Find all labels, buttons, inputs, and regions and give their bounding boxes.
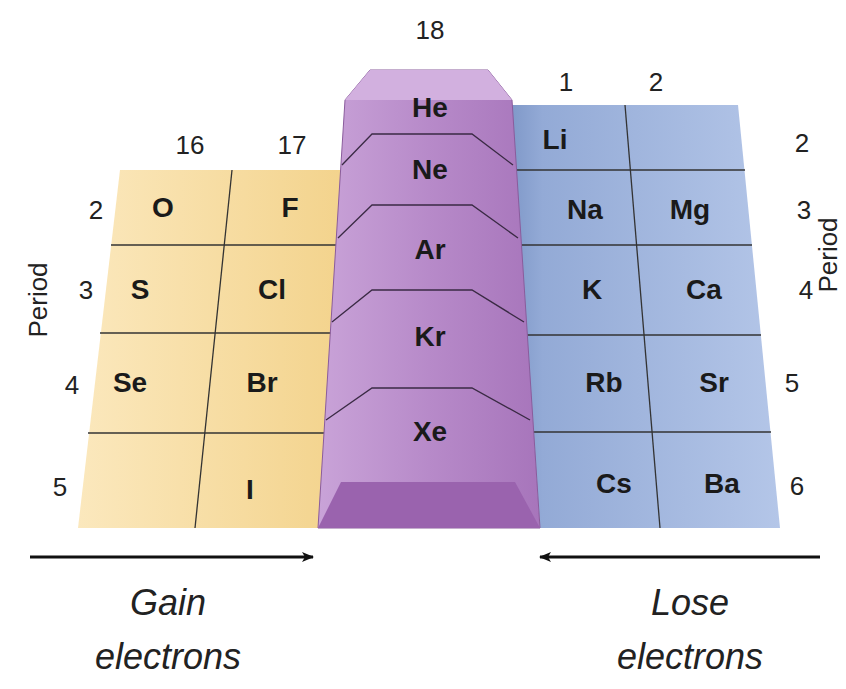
element-cell: F [275, 189, 304, 228]
element-symbol: Kr [414, 322, 445, 353]
period-number: 4 [799, 276, 813, 305]
element-symbol: Xe [413, 417, 447, 448]
period-number: 2 [89, 196, 103, 225]
element-symbol: Li [543, 125, 568, 156]
element-symbol: K [582, 275, 602, 306]
period-number: 5 [53, 473, 67, 502]
element-cell: Mg [664, 191, 716, 230]
noble-gas-column [318, 70, 540, 528]
element-cell: Ba [698, 465, 746, 504]
element-symbol: Rb [585, 368, 622, 399]
element-cell: Na [561, 191, 609, 230]
element-symbol: He [412, 93, 448, 124]
axis-label: Period [814, 217, 843, 292]
element-cell: Kr [408, 318, 451, 357]
element-symbol: Cl [258, 275, 286, 306]
element-symbol: I [246, 475, 254, 506]
element-cell: Se [107, 364, 153, 403]
element-symbol: Ne [412, 155, 448, 186]
direction-label: Gain electrons [78, 576, 258, 684]
element-symbol: O [152, 193, 174, 224]
element-cell: Ca [680, 271, 728, 310]
group-number: 17 [278, 131, 307, 160]
metal-block [510, 105, 780, 528]
group-number: 2 [649, 68, 663, 97]
element-cell: Xe [407, 413, 453, 452]
axis-label: Period [24, 262, 53, 337]
element-cell: Rb [579, 364, 628, 403]
period-number: 4 [65, 371, 79, 400]
element-symbol: Ar [414, 235, 445, 266]
nonmetal-block [78, 170, 346, 528]
element-cell: O [146, 189, 180, 228]
group-number: 16 [176, 131, 205, 160]
period-number: 3 [79, 276, 93, 305]
element-cell: Sr [693, 364, 735, 403]
element-symbol: Ca [686, 275, 722, 306]
period-number: 6 [790, 472, 804, 501]
element-symbol: Sr [699, 368, 729, 399]
group-number: 1 [559, 68, 573, 97]
element-cell: K [576, 271, 608, 310]
element-symbol: Na [567, 195, 603, 226]
element-symbol: Mg [670, 195, 710, 226]
element-symbol: F [281, 193, 298, 224]
element-symbol: Se [113, 368, 147, 399]
element-cell: Li [537, 121, 574, 160]
column-bottom-face [318, 482, 540, 528]
period-number: 3 [797, 196, 811, 225]
direction-label: Lose electrons [600, 576, 780, 684]
period-number: 2 [795, 129, 809, 158]
element-cell: Cl [252, 271, 292, 310]
element-cell: S [125, 271, 156, 310]
element-cell: Br [240, 364, 283, 403]
element-symbol: Ba [704, 469, 740, 500]
element-cell: Ne [406, 151, 454, 190]
element-symbol: S [131, 275, 150, 306]
lose-arrow [540, 556, 820, 559]
element-cell: Ar [408, 231, 451, 270]
gain-arrow [30, 556, 313, 559]
element-symbol: Cs [596, 469, 632, 500]
element-cell: Cs [590, 465, 638, 504]
group-number: 18 [416, 16, 445, 45]
element-cell: I [240, 471, 260, 510]
element-symbol: Br [246, 368, 277, 399]
period-number: 5 [785, 369, 799, 398]
element-cell: He [406, 89, 454, 128]
